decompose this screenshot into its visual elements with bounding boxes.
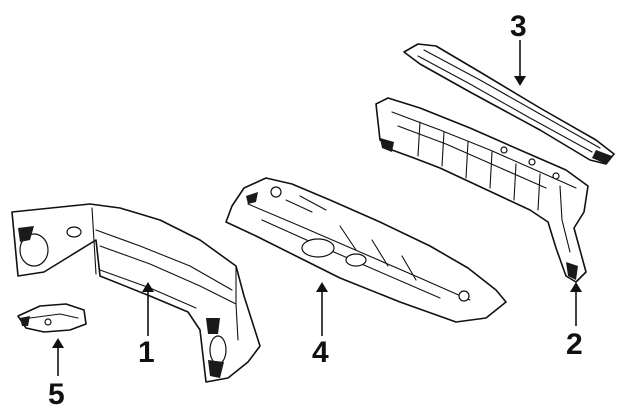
callout-label-1: 1: [138, 336, 155, 369]
part-3-rear-top-panel: [403, 43, 615, 165]
callout-1: 1: [138, 282, 155, 369]
callout-label-5: 5: [48, 378, 65, 411]
callout-label-2: 2: [566, 328, 583, 361]
part-2-rear-panel: [375, 97, 589, 283]
callout-label-3: 3: [510, 10, 527, 43]
callout-3: 3: [510, 10, 527, 86]
part-5-bracket: [17, 303, 87, 333]
part-4-floor-pan: [225, 177, 507, 323]
callout-2: 2: [566, 282, 583, 361]
callout-label-4: 4: [312, 336, 329, 369]
callout-4: 4: [312, 282, 329, 369]
callout-5: 5: [48, 338, 65, 411]
part-1-rear-trough: [11, 203, 261, 383]
